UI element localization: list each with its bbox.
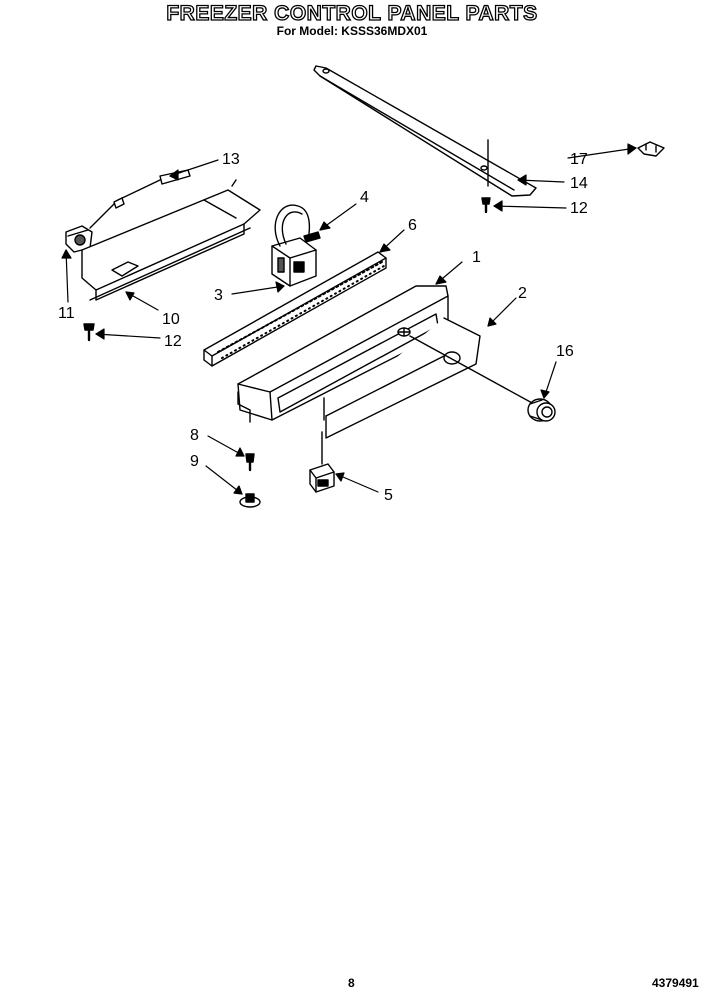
- knob-shaft-line: [409, 335, 535, 405]
- part-16-knob: [527, 398, 556, 422]
- leader-lines: [61, 143, 637, 495]
- part-17-clip: [637, 141, 665, 157]
- part-6-strip: [203, 251, 387, 367]
- callout-labels: 1 2 3 4 5 6 8 9 10 11 12 12 13 14 16 17: [58, 151, 588, 504]
- callout-9: 9: [190, 453, 199, 470]
- callout-12-left: 12: [164, 333, 182, 350]
- callout-14: 14: [570, 175, 588, 192]
- part-4-screw: [303, 231, 321, 243]
- part-12-screw-left: [83, 323, 95, 342]
- document-number: 4379491: [652, 976, 699, 990]
- model-subtitle: For Model: KSSS36MDX01: [276, 24, 428, 38]
- callout-17: 17: [570, 151, 588, 168]
- part-14-bracket: [313, 65, 537, 197]
- part-5-connector: [309, 431, 335, 493]
- callout-5: 5: [384, 487, 393, 504]
- part-8-screw: [245, 453, 255, 472]
- callout-3: 3: [214, 287, 223, 304]
- callout-12-upper: 12: [570, 200, 588, 217]
- part-9-washer: [239, 493, 261, 508]
- part-2-back-plate: [323, 317, 481, 439]
- part-3-switch: [271, 204, 317, 287]
- part-11-thermostat: [65, 225, 93, 253]
- callout-10: 10: [162, 311, 180, 328]
- callout-13: 13: [222, 151, 240, 168]
- callout-11: 11: [58, 305, 75, 322]
- page-number: 8: [348, 976, 355, 990]
- callout-6: 6: [408, 217, 417, 234]
- page-title: FREEZER CONTROL PANEL PARTS: [166, 1, 538, 25]
- part-12-screw-upper: [481, 197, 491, 214]
- callout-16: 16: [556, 343, 574, 360]
- callout-4: 4: [360, 189, 369, 206]
- callout-1: 1: [472, 249, 481, 266]
- callout-8: 8: [190, 427, 199, 444]
- callout-2: 2: [518, 285, 527, 302]
- part-10-thermostat-bracket: [81, 179, 261, 301]
